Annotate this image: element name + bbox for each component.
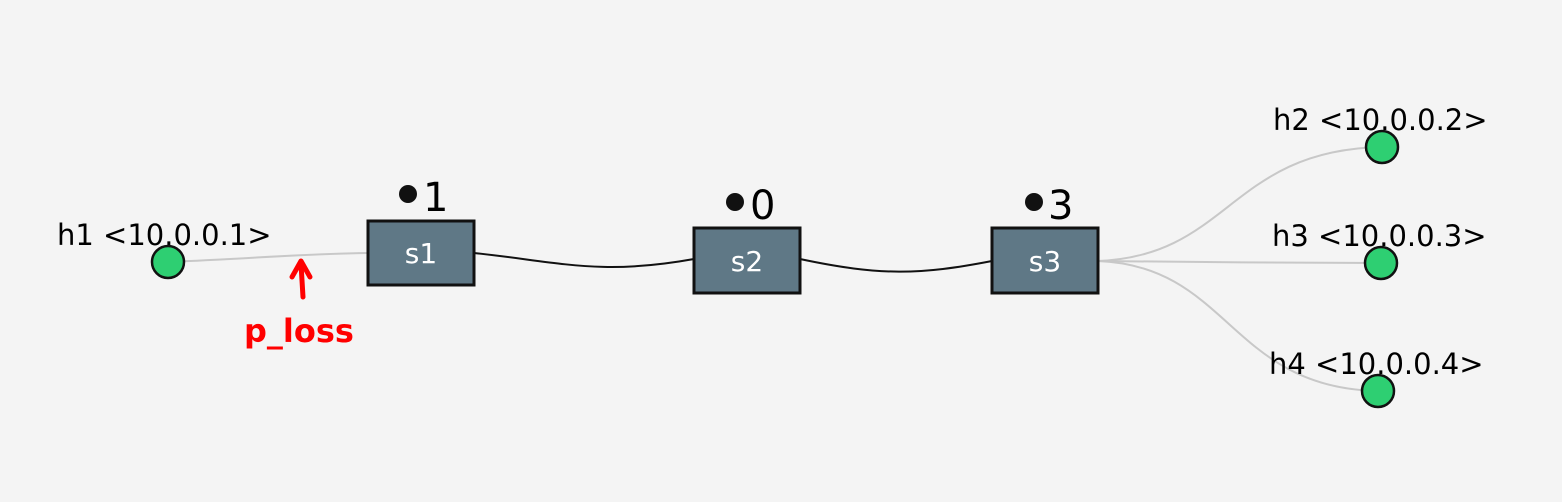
switch-s2[interactable]: 0 s2 (692, 183, 802, 295)
links (167, 146, 1383, 392)
dpid-label: 0 (750, 183, 775, 229)
dpid-label: 1 (423, 175, 448, 221)
host-h3[interactable]: h3 <10.0.0.3> (1272, 219, 1487, 281)
p-loss-annotation: p_loss (244, 258, 354, 350)
switch-box-icon[interactable] (990, 226, 1100, 295)
link-h1-s1 (167, 252, 369, 263)
switch-label: s3 (1029, 245, 1061, 278)
p-loss-label: p_loss (244, 312, 354, 350)
host-circle-icon[interactable] (150, 244, 186, 280)
host-circle-icon[interactable] (1363, 245, 1399, 281)
switch-s3[interactable]: 3 s3 (990, 183, 1100, 295)
link-s3-h2 (1097, 146, 1383, 262)
switch-label: s1 (405, 237, 437, 270)
switch-box-icon[interactable] (692, 226, 802, 295)
switch-box-icon[interactable] (366, 219, 476, 287)
link-s3-h4 (1097, 260, 1379, 392)
arrow-up-icon (289, 258, 313, 300)
switch-label: s2 (731, 245, 763, 278)
dpid-dot-icon (399, 185, 417, 203)
dpid-dot-icon (726, 193, 744, 211)
switch-s1[interactable]: 1 s1 (366, 175, 476, 287)
host-circle-icon[interactable] (1360, 373, 1396, 409)
link-s1-s2 (473, 252, 695, 268)
link-s3-h3 (1097, 260, 1382, 264)
host-h2[interactable]: h2 <10.0.0.2> (1273, 103, 1488, 165)
dpid-label: 3 (1048, 183, 1073, 229)
dpid-dot-icon (1025, 193, 1043, 211)
host-h1[interactable]: h1 <10.0.0.1> (57, 218, 272, 280)
host-circle-icon[interactable] (1364, 129, 1400, 165)
link-s2-s3 (799, 258, 993, 273)
host-h4[interactable]: h4 <10.0.0.4> (1269, 347, 1484, 409)
